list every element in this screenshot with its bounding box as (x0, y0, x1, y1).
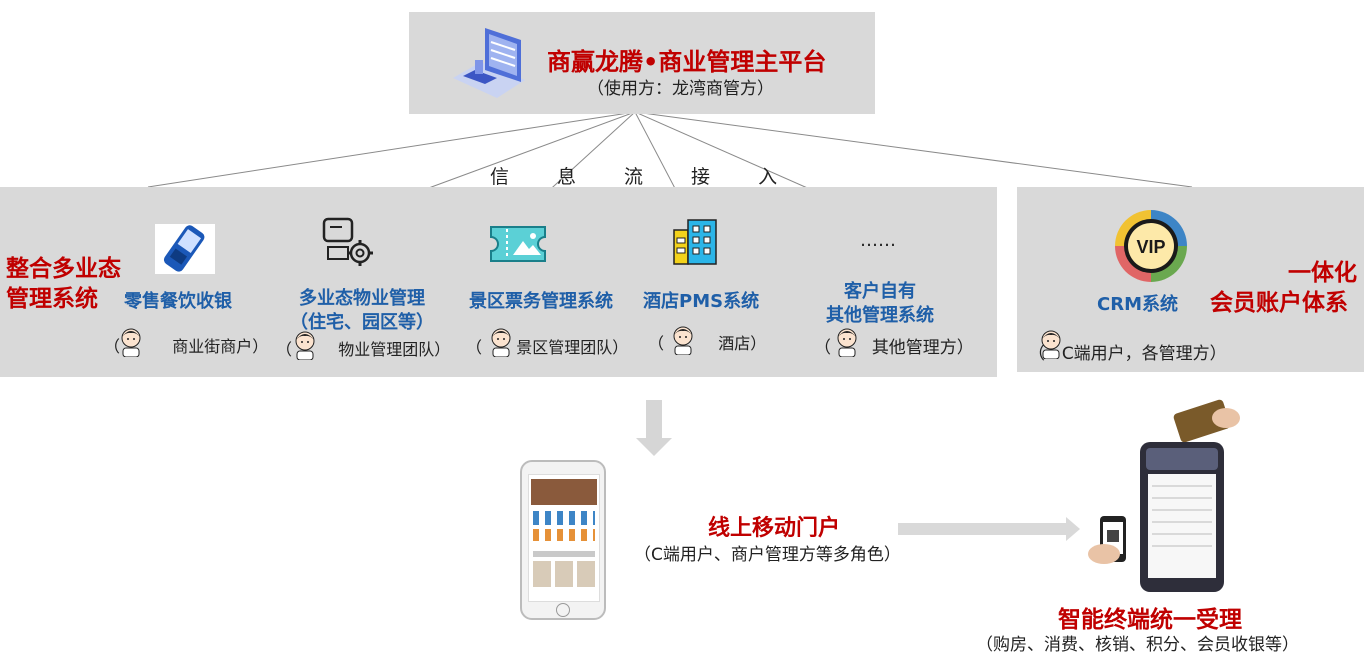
ticket-icon (490, 226, 546, 262)
flow-label: 信息流接入 (490, 166, 778, 188)
pos-terminal-icon (155, 224, 215, 274)
computer-icon (453, 28, 525, 98)
user-avatar-icon (1041, 330, 1061, 359)
hotel-building-icon (673, 219, 717, 265)
system-scenic-ticketing: 景区票务管理系统 (469, 291, 613, 312)
terminal-subtitle: （购房、消费、核销、积分、会员收银等） (976, 635, 1299, 655)
more-ellipsis: …… (860, 230, 896, 251)
vip-badge-icon: VIP (1115, 210, 1187, 282)
user-hotel: （ 酒店） (648, 334, 767, 353)
smartphone-mockup (520, 460, 606, 620)
vip-text: VIP (1136, 237, 1165, 257)
platform-box: 商赢龙腾•商业管理主平台 （使用方：龙湾商管方） (409, 12, 875, 114)
right-arrow-icon (898, 523, 1068, 535)
left-group-label: 整合多业态 管理系统 (6, 256, 121, 312)
system-property-management: 多业态物业管理 （住宅、园区等） (290, 288, 434, 333)
user-property-team: （ 物业管理团队） (276, 340, 451, 359)
user-merchant: （ 商业街商户） (104, 337, 269, 356)
home-button-icon (556, 603, 570, 617)
user-avatar-icon (295, 331, 315, 360)
system-retail-pos: 零售餐饮收银 (124, 291, 232, 312)
gear-monitor-icon (322, 217, 373, 266)
smart-terminal-icon (1088, 399, 1240, 592)
user-avatar-icon (837, 328, 857, 357)
user-avatar-icon (121, 328, 141, 357)
platform-title: 商赢龙腾•商业管理主平台 (547, 48, 827, 76)
user-other-party: （ 其他管理方） (814, 338, 974, 358)
membership-panel (1017, 187, 1364, 372)
portal-title: 线上移动门户 (708, 516, 841, 541)
terminal-title: 智能终端统一受理 (1058, 607, 1242, 633)
user-crm: （ C端用户，各管理方） (1028, 344, 1227, 364)
portal-subtitle: （C端用户、商户管理方等多角色） (634, 545, 901, 565)
user-avatar-icon (673, 326, 693, 355)
down-arrow-icon (636, 400, 672, 456)
platform-subtitle: （使用方：龙湾商管方） (587, 79, 774, 99)
right-group-label: 一体化 会员账户体系 (1210, 260, 1357, 316)
phone-screen (528, 474, 600, 602)
system-other-customer: 客户自有 其他管理系统 (826, 281, 934, 326)
system-hotel-pms: 酒店PMS系统 (643, 291, 760, 312)
user-avatar-icon (491, 328, 511, 357)
system-crm: CRM系统 (1097, 294, 1178, 315)
user-scenic-team: （ 景区管理团队） (466, 338, 629, 357)
